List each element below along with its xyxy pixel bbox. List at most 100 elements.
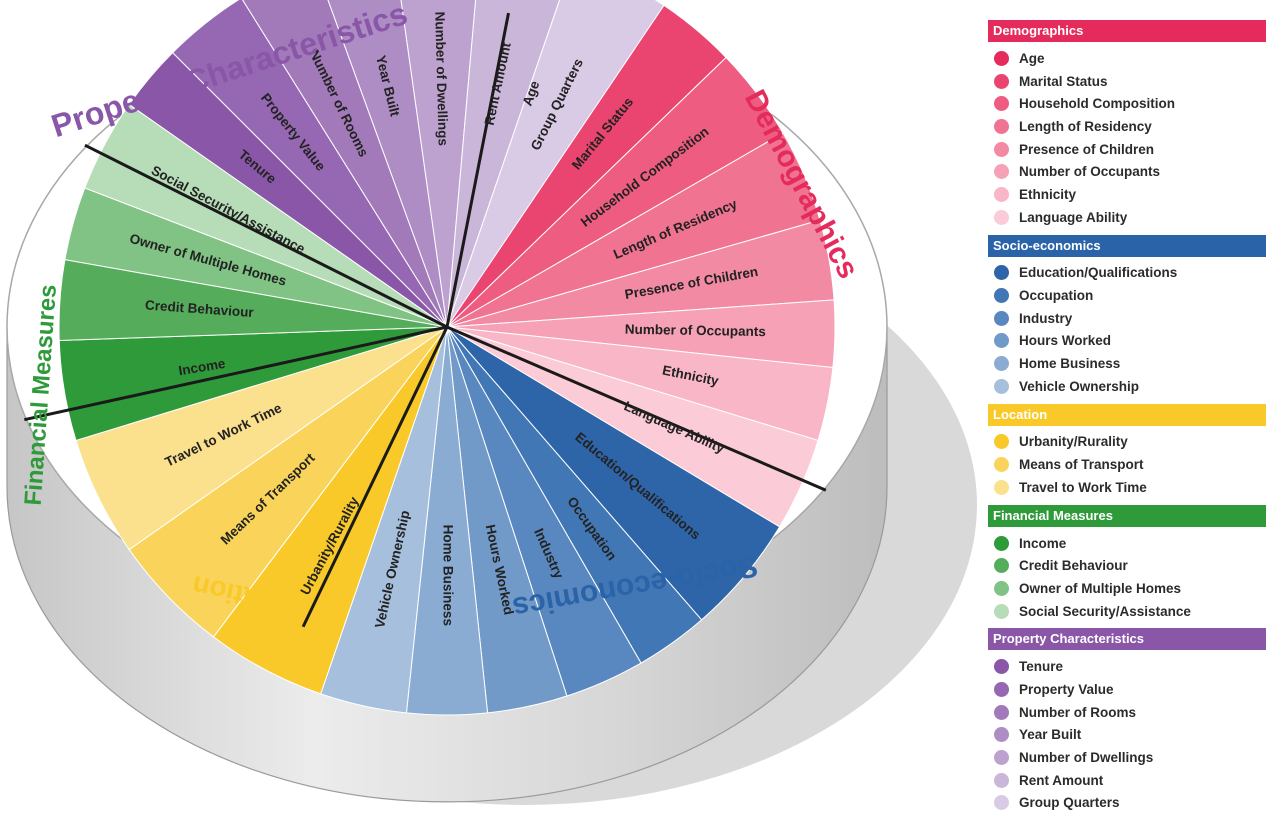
legend-item-number-of-rooms: Number of Rooms xyxy=(988,701,1266,724)
legend-item-label: Tenure xyxy=(1019,659,1064,675)
legend-item-presence-of-children: Presence of Children xyxy=(988,138,1266,161)
legend-item-ethnicity: Ethnicity xyxy=(988,183,1266,206)
legend-item-label: Year Built xyxy=(1019,727,1082,743)
legend-item-label: Length of Residency xyxy=(1019,118,1152,134)
legend-swatch xyxy=(994,310,1009,326)
legend-item-label: Number of Occupants xyxy=(1019,164,1161,180)
legend-item-group-quarters: Group Quarters xyxy=(988,792,1266,814)
legend-item-label: Owner of Multiple Homes xyxy=(1019,580,1182,596)
legend-item-occupation: Occupation xyxy=(988,284,1266,307)
legend-item-tenure: Tenure xyxy=(988,655,1266,678)
legend-item-label: Social Security/Assistance xyxy=(1019,603,1191,619)
slice-number-of-rooms xyxy=(242,0,448,328)
legend-item-language-ability: Language Ability xyxy=(988,206,1266,229)
legend-item-travel-to-work-time: Travel to Work Time xyxy=(988,476,1266,499)
legend-item-education-qualifications: Education/Qualifications xyxy=(988,262,1266,285)
legend-swatch xyxy=(994,186,1009,202)
legend-item-marital-status: Marital Status xyxy=(988,70,1266,93)
legend-item-label: Vehicle Ownership xyxy=(1019,378,1140,394)
legend-item-label: Credit Behaviour xyxy=(1019,558,1128,574)
legend-item-owner-of-multiple-homes: Owner of Multiple Homes xyxy=(988,577,1266,600)
legend-item-label: Household Composition xyxy=(1019,96,1175,112)
legend-item-income: Income xyxy=(988,532,1266,555)
legend-item-label: Marital Status xyxy=(1019,73,1108,89)
legend-swatch xyxy=(994,265,1009,281)
legend-item-credit-behaviour: Credit Behaviour xyxy=(988,554,1266,577)
legend-item-household-composition: Household Composition xyxy=(988,92,1266,115)
legend-swatch xyxy=(994,795,1009,811)
slice-label-number-of-dwellings: Number of Dwellings xyxy=(432,11,451,146)
legend-swatch xyxy=(994,118,1009,134)
divider-line xyxy=(445,12,510,328)
legend-item-label: Home Business xyxy=(1019,356,1121,372)
legend-item-label: Property Value xyxy=(1019,681,1114,697)
legend-header-property-characteristics: Property Characteristics xyxy=(988,628,1266,651)
legend-item-label: Language Ability xyxy=(1019,209,1128,225)
legend-header-socio-economics: Socio-economics xyxy=(988,234,1266,257)
legend-item-label: Occupation xyxy=(1019,288,1094,304)
legend-swatch xyxy=(994,603,1009,619)
legend-swatch xyxy=(994,50,1009,66)
wheel-slices xyxy=(58,0,836,716)
legend-item-label: Industry xyxy=(1019,310,1073,326)
legend-swatch xyxy=(994,704,1009,720)
legend-swatch xyxy=(994,164,1009,180)
legend-header-demographics: Demographics xyxy=(988,20,1266,42)
legend-item-label: Urbanity/Rurality xyxy=(1019,434,1128,450)
legend-swatch xyxy=(994,659,1009,675)
slice-group-quarters xyxy=(446,0,665,328)
legend-item-number-of-occupants: Number of Occupants xyxy=(988,160,1266,183)
legend-item-means-of-transport: Means of Transport xyxy=(988,453,1266,476)
legend-swatch xyxy=(994,457,1009,473)
legend-item-label: Ethnicity xyxy=(1019,186,1077,202)
legend-swatch xyxy=(994,288,1009,304)
legend-swatch xyxy=(994,434,1009,450)
legend-swatch xyxy=(994,209,1009,225)
legend-item-age: Age xyxy=(988,47,1266,70)
slice-property-value xyxy=(171,0,448,328)
legend-item-label: Group Quarters xyxy=(1019,795,1120,811)
legend-header-financial-measures: Financial Measures xyxy=(988,504,1266,527)
slice-label-number-of-occupants: Number of Occupants xyxy=(625,322,766,339)
legend-swatch xyxy=(994,750,1009,766)
divider-line xyxy=(446,325,827,492)
legend-swatch xyxy=(994,580,1009,596)
legend-item-rent-amount: Rent Amount xyxy=(988,769,1266,792)
divider-line xyxy=(23,325,448,422)
divider-line xyxy=(301,326,449,628)
legend-swatch xyxy=(994,356,1009,372)
legend-swatch xyxy=(994,479,1009,495)
legend-item-label: Education/Qualifications xyxy=(1019,265,1178,281)
legend-swatch xyxy=(994,96,1009,112)
legend-item-label: Means of Transport xyxy=(1019,457,1144,473)
legend-item-industry: Industry xyxy=(988,307,1266,330)
legend-swatch xyxy=(994,378,1009,394)
legend-item-label: Hours Worked xyxy=(1019,333,1112,349)
legend-item-social-security-assistance: Social Security/Assistance xyxy=(988,600,1266,623)
legend-swatch xyxy=(994,73,1009,89)
legend-swatch xyxy=(994,558,1009,574)
legend-item-length-of-residency: Length of Residency xyxy=(988,115,1266,138)
legend-header-location: Location xyxy=(988,403,1266,426)
legend-item-label: Number of Rooms xyxy=(1019,704,1137,720)
legend-item-label: Rent Amount xyxy=(1019,772,1104,788)
slice-label-home-business: Home Business xyxy=(440,525,455,626)
legend-swatch xyxy=(994,727,1009,743)
legend-item-property-value: Property Value xyxy=(988,678,1266,701)
legend-item-label: Number of Dwellings xyxy=(1019,750,1154,766)
legend-item-hours-worked: Hours Worked xyxy=(988,330,1266,353)
legend-item-label: Age xyxy=(1019,50,1045,66)
legend-item-label: Income xyxy=(1019,535,1067,551)
divider-line xyxy=(84,143,448,329)
legend-swatch xyxy=(994,333,1009,349)
legend-swatch xyxy=(994,772,1009,788)
legend-item-number-of-dwellings: Number of Dwellings xyxy=(988,746,1266,769)
legend-item-vehicle-ownership: Vehicle Ownership xyxy=(988,375,1266,398)
legend-swatch xyxy=(994,535,1009,551)
legend-item-urbanity-rurality: Urbanity/Rurality xyxy=(988,431,1266,454)
legend-item-home-business: Home Business xyxy=(988,352,1266,375)
legend-item-year-built: Year Built xyxy=(988,724,1266,747)
legend-item-label: Presence of Children xyxy=(1019,141,1155,157)
